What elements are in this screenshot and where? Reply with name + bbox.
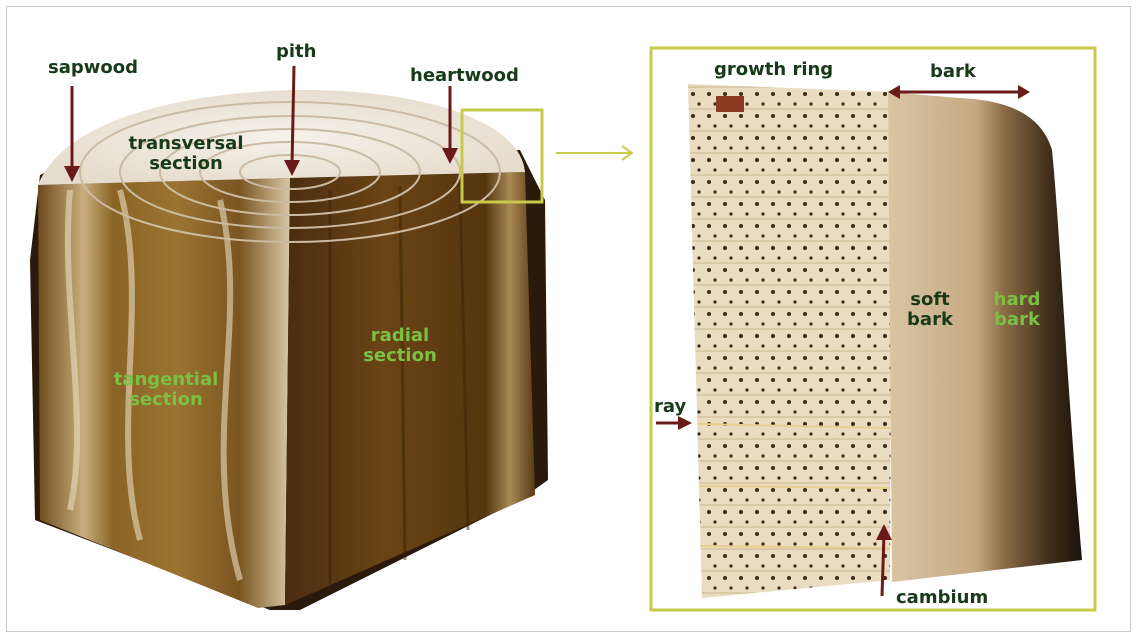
bark-region: [888, 92, 1082, 582]
heartwood-label: heartwood: [410, 66, 519, 86]
ray-label: ray: [654, 397, 686, 417]
radial-section-face: [285, 172, 535, 605]
transversal-section-face: [38, 90, 525, 185]
soft-bark-line2: bark: [895, 310, 965, 330]
soft-bark-label: soft bark: [895, 290, 965, 330]
hard-bark-line2: bark: [982, 310, 1052, 330]
tangential-label-line2: section: [96, 390, 236, 410]
radial-section-label: radial section: [340, 326, 460, 366]
radial-label-line1: radial: [340, 326, 460, 346]
hard-bark-label: hard bark: [982, 290, 1052, 330]
pith-label: pith: [276, 42, 316, 62]
tangential-section-label: tangential section: [96, 370, 236, 410]
transversal-cover: [30, 178, 550, 198]
bark-label: bark: [930, 62, 976, 82]
growth-ring-marker: [716, 96, 744, 112]
xylem-region: [688, 84, 892, 598]
tangential-label-line1: tangential: [96, 370, 236, 390]
transversal-label-line2: section: [116, 154, 256, 174]
hard-bark-line1: hard: [982, 290, 1052, 310]
cambium-label: cambium: [896, 588, 988, 608]
sapwood-label: sapwood: [48, 58, 138, 78]
radial-label-line2: section: [340, 346, 460, 366]
transversal-label-line1: transversal: [116, 134, 256, 154]
soft-bark-line1: soft: [895, 290, 965, 310]
transversal-section-label: transversal section: [116, 134, 256, 174]
growth-ring-label: growth ring: [714, 60, 833, 80]
